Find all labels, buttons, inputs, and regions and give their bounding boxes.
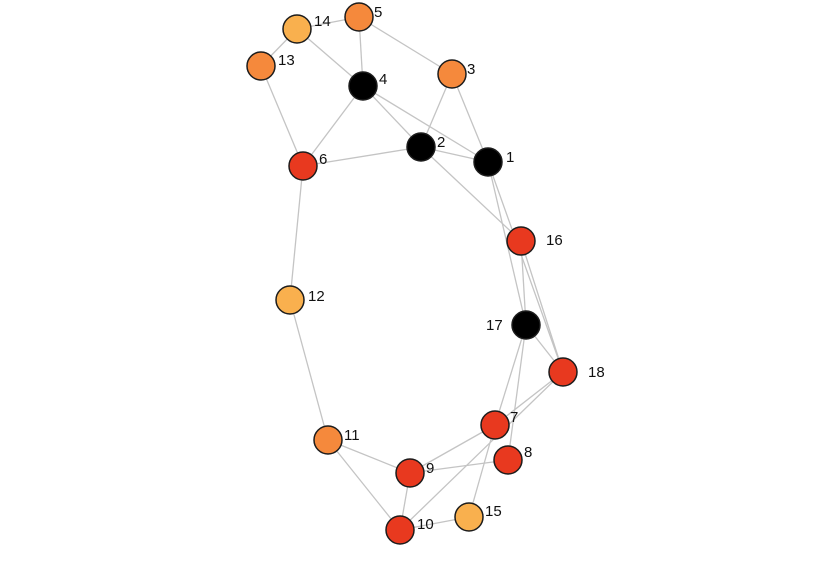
node-label-9: 9 — [426, 460, 434, 477]
node-label-17: 17 — [486, 317, 503, 334]
edge-16-18 — [520, 240, 564, 373]
edge-5-3 — [358, 16, 453, 75]
node-15[interactable]: 15 — [454, 502, 502, 532]
node-label-12: 12 — [308, 288, 325, 305]
node-circle-16[interactable] — [506, 226, 536, 256]
node-circle-15[interactable] — [454, 502, 484, 532]
node-label-15: 15 — [485, 503, 502, 520]
node-11[interactable]: 11 — [313, 425, 360, 455]
node-3[interactable]: 3 — [437, 59, 475, 89]
node-label-5: 5 — [374, 4, 382, 21]
node-7[interactable]: 7 — [480, 409, 518, 440]
node-9[interactable]: 9 — [395, 458, 434, 488]
edge-6-12 — [289, 165, 304, 301]
edge-4-1 — [362, 85, 489, 163]
node-circle-5[interactable] — [344, 2, 374, 32]
node-6[interactable]: 6 — [288, 151, 327, 181]
node-circle-8[interactable] — [493, 445, 523, 475]
node-label-8: 8 — [524, 444, 532, 461]
node-circle-6[interactable] — [288, 151, 318, 181]
node-circle-7[interactable] — [480, 410, 510, 440]
node-label-10: 10 — [417, 516, 434, 533]
node-17[interactable]: 17 — [486, 310, 541, 340]
edge-9-8 — [409, 459, 509, 474]
node-14[interactable]: 14 — [282, 13, 331, 44]
edge-3-1 — [451, 73, 489, 163]
node-circle-2[interactable] — [406, 132, 436, 162]
node-2[interactable]: 2 — [406, 132, 445, 162]
node-18[interactable]: 18 — [548, 357, 605, 387]
node-circle-17[interactable] — [511, 310, 541, 340]
node-circle-9[interactable] — [395, 458, 425, 488]
node-label-18: 18 — [588, 364, 605, 381]
node-circle-11[interactable] — [313, 425, 343, 455]
node-circle-12[interactable] — [275, 285, 305, 315]
edge-11-10 — [327, 439, 401, 531]
node-circle-4[interactable] — [348, 71, 378, 101]
node-label-6: 6 — [319, 151, 327, 168]
node-circle-18[interactable] — [548, 357, 578, 387]
node-4[interactable]: 4 — [348, 71, 387, 101]
node-8[interactable]: 8 — [493, 444, 532, 475]
edge-2-16 — [420, 146, 522, 242]
node-10[interactable]: 10 — [385, 515, 434, 545]
node-label-2: 2 — [437, 134, 445, 151]
node-1[interactable]: 1 — [473, 147, 514, 177]
node-12[interactable]: 12 — [275, 285, 325, 315]
node-circle-10[interactable] — [385, 515, 415, 545]
node-label-1: 1 — [506, 149, 514, 166]
node-circle-3[interactable] — [437, 59, 467, 89]
node-label-14: 14 — [314, 13, 331, 30]
node-label-3: 3 — [467, 61, 475, 78]
node-label-16: 16 — [546, 232, 563, 249]
node-16[interactable]: 16 — [506, 226, 563, 256]
node-circle-1[interactable] — [473, 147, 503, 177]
edge-13-6 — [260, 65, 304, 167]
edge-1-18 — [487, 161, 564, 373]
edge-17-8 — [507, 324, 527, 461]
edge-17-7 — [494, 324, 527, 426]
node-label-4: 4 — [379, 71, 387, 88]
node-circle-13[interactable] — [246, 51, 276, 81]
node-label-7: 7 — [510, 409, 518, 426]
edge-18-10 — [399, 371, 564, 531]
edge-7-15 — [468, 424, 496, 518]
node-label-13: 13 — [278, 52, 295, 69]
node-label-11: 11 — [344, 427, 360, 444]
edge-6-2 — [302, 146, 422, 167]
edge-4-6 — [302, 85, 364, 167]
edge-12-11 — [289, 299, 329, 441]
edge-7-9 — [409, 424, 496, 474]
node-13[interactable]: 13 — [246, 51, 295, 81]
node-5[interactable]: 5 — [344, 2, 382, 32]
node-circle-14[interactable] — [282, 14, 312, 44]
